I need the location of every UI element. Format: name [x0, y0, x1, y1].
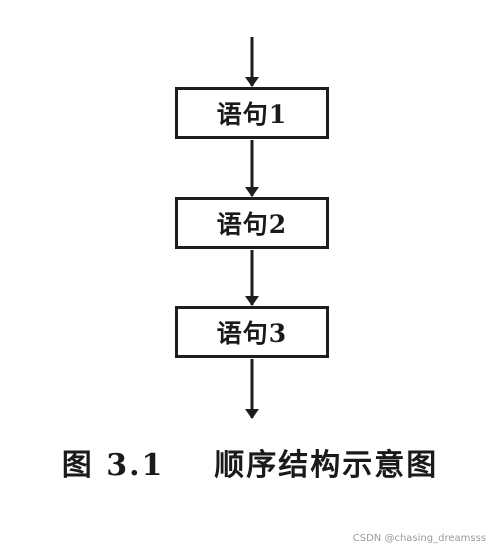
- statement-label-2: 语句2: [216, 210, 288, 239]
- statement-box-1: 语句1: [175, 87, 329, 139]
- figure-caption: 图 3.1 顺序结构示意图: [61, 448, 439, 483]
- watermark: CSDN @chasing_dreamsss: [352, 533, 486, 544]
- statement-box-2: 语句2: [175, 197, 329, 249]
- statement-label-3: 语句3: [216, 319, 288, 348]
- statement-box-3: 语句3: [175, 306, 329, 358]
- statement-label-1: 语句1: [216, 100, 288, 129]
